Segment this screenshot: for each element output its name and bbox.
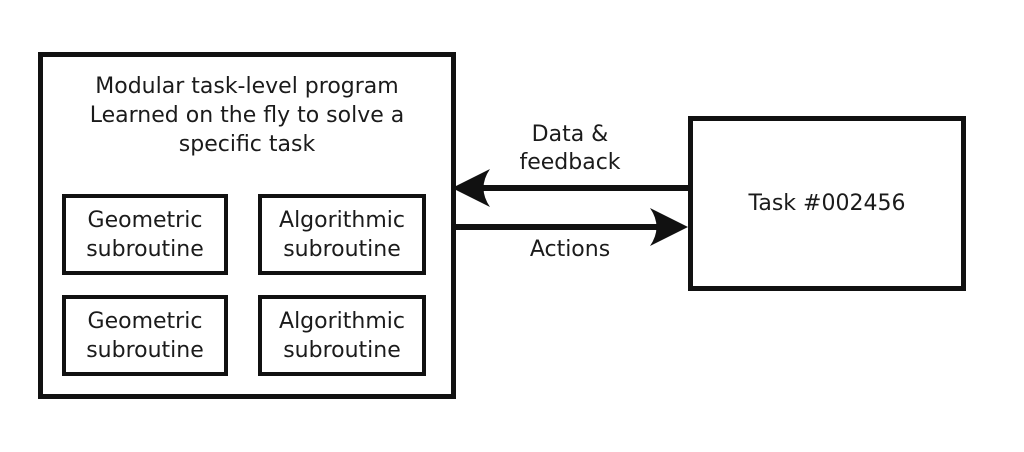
actions-label: Actions	[529, 237, 611, 262]
subroutine-box-algorithmic-2: Algorithmic subroutine	[258, 295, 426, 376]
program-box: Modular task-level program Learned on th…	[38, 52, 456, 399]
right-arrowhead-icon	[650, 208, 688, 246]
program-box-title: Modular task-level program Learned on th…	[57, 72, 437, 159]
program-title-line-1: Modular task-level program	[95, 74, 399, 99]
subroutine-box-geometric-2: Geometric subroutine	[62, 295, 228, 376]
task-box: Task #002456	[688, 116, 966, 291]
program-title-line-2: Learned on the fly to solve a	[89, 103, 405, 128]
subroutine-box-algorithmic-1: Algorithmic subroutine	[258, 194, 426, 275]
task-box-label: Task #002456	[748, 191, 906, 216]
data-feedback-label: Data & feedback	[519, 122, 621, 175]
left-arrowhead-icon	[452, 169, 490, 207]
program-title-line-3: specific task	[178, 132, 316, 157]
subroutine-box-geometric-1: Geometric subroutine	[62, 194, 228, 275]
